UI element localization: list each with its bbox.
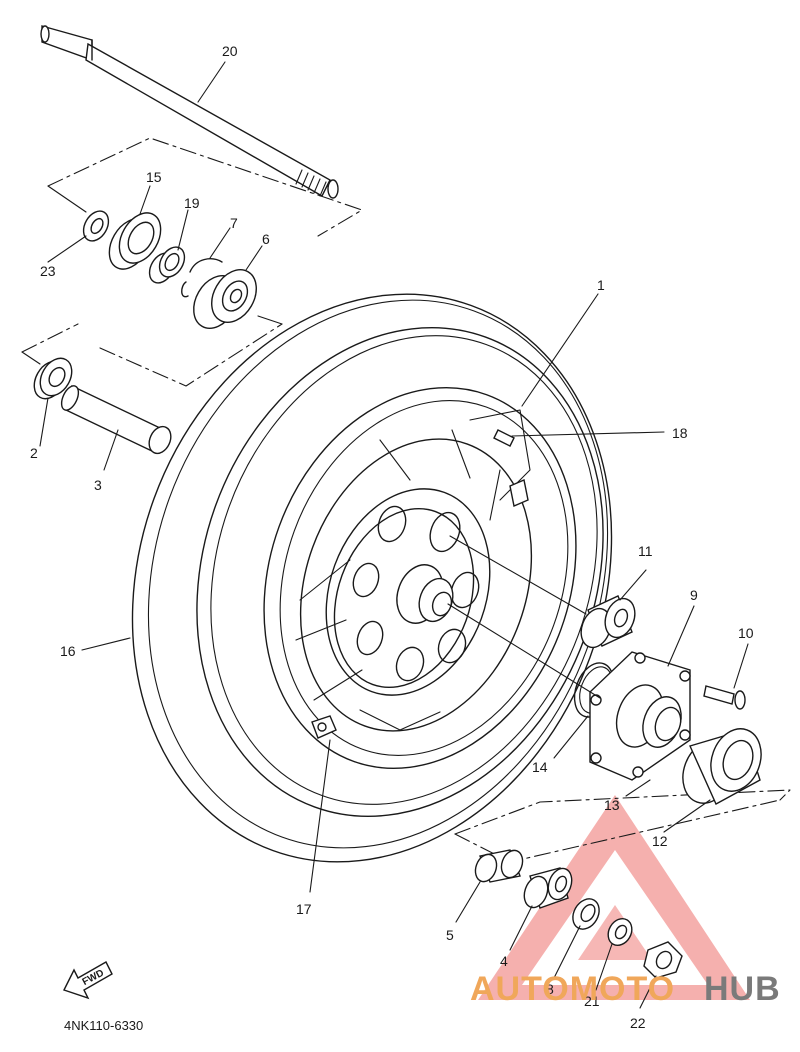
callout-15: 15 (146, 169, 162, 185)
watermark-text: AUTOMOTO HUB (470, 970, 781, 1008)
washer-part-21 (607, 917, 633, 947)
spacer-part-3 (60, 384, 172, 455)
spacer-part-2 (33, 357, 73, 400)
callout-16: 16 (60, 643, 76, 659)
washer-part-8 (572, 898, 600, 930)
callout-10: 10 (738, 625, 754, 641)
callout-1: 1 (597, 277, 605, 293)
callout-14: 14 (532, 759, 548, 775)
callout-12: 12 (652, 833, 668, 849)
callout-17: 17 (296, 901, 312, 917)
callout-18: 18 (672, 425, 688, 441)
callout-11: 11 (638, 543, 653, 559)
callout-9: 9 (690, 587, 698, 603)
oil-seal-part-15 (108, 212, 162, 270)
collar-part-4 (523, 867, 573, 909)
collar-part-5 (474, 849, 524, 883)
oil-seal-part-23 (82, 210, 110, 242)
bearing-part-11 (580, 595, 636, 649)
tire-part-16 (131, 293, 613, 863)
callout-7: 7 (230, 215, 238, 231)
callout-4: 4 (500, 953, 508, 969)
wheel-part-1 (263, 387, 577, 769)
leader-lines (39, 61, 749, 1009)
axle-part-20 (40, 25, 339, 199)
callout-5: 5 (446, 927, 454, 943)
callout-21: 21 (584, 993, 600, 1009)
spacer-part-19 (148, 246, 186, 284)
nut-part-22 (643, 941, 683, 979)
diagram-code: 4NK110-6330 (64, 1018, 143, 1033)
bolt-part-10 (703, 685, 746, 710)
callout-2: 2 (30, 445, 38, 461)
callout-19: 19 (184, 195, 200, 211)
callout-20: 20 (222, 43, 238, 59)
callout-8: 8 (546, 981, 554, 997)
callout-labels: 1 2 3 4 5 6 7 8 9 10 11 12 13 14 15 16 1… (30, 43, 754, 1031)
callout-3: 3 (94, 477, 102, 493)
callout-13: 13 (604, 797, 620, 813)
callout-6: 6 (262, 231, 270, 247)
bearing-part-12 (682, 728, 762, 805)
watermark-text-part1: AUTOMOTO (470, 970, 675, 1008)
callout-23: 23 (40, 263, 56, 279)
watermark-text-part2: HUB (704, 970, 781, 1008)
callout-22: 22 (630, 1015, 646, 1031)
circlip-part-7 (181, 258, 223, 298)
bearing-part-6 (193, 269, 257, 329)
clutch-hub-part-9 (589, 651, 691, 781)
fwd-arrow-icon: FWD (63, 961, 113, 1000)
assembly-brackets (21, 137, 791, 863)
